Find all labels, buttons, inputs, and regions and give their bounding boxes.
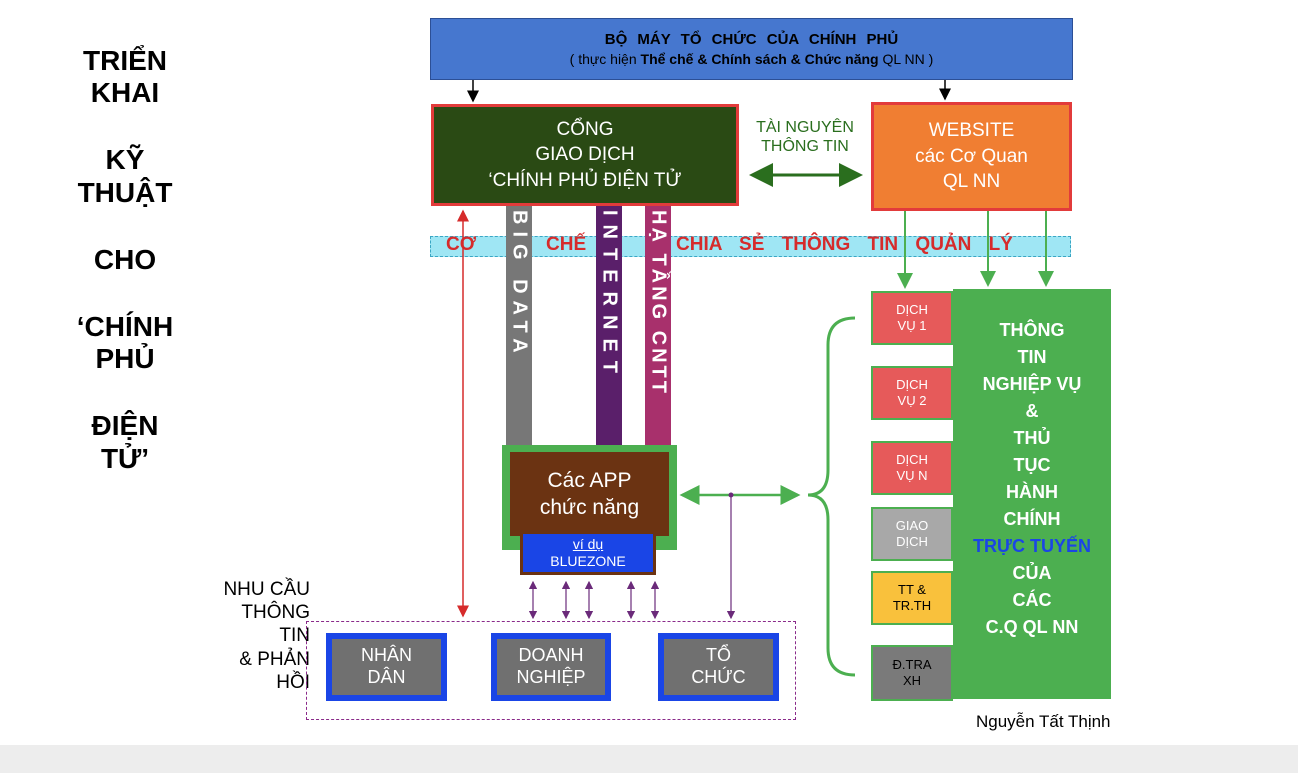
transaction-box: GIAO DỊCH [871, 507, 953, 561]
left-title-line: PHỦ [95, 343, 155, 375]
panel-line: NGHIỆP VỤ [982, 374, 1082, 394]
big-data-strip: BIG DATA [506, 206, 532, 449]
subtitle-bold: Thể chế & Chính sách & Chức năng [640, 51, 879, 67]
left-title-line: CHO [93, 243, 157, 275]
needs-line: NHU CẦU [223, 579, 310, 600]
enterprises-line: DOANH [518, 645, 584, 666]
author-name: Nguyễn Tất Thịnh [976, 712, 1111, 731]
needs-line: THÔNG [241, 602, 310, 624]
panel-line: HÀNH [1006, 482, 1058, 502]
service-n-line: VỤ N [896, 468, 928, 483]
infrastructure-strip: HẠ TẦNG CNTT [645, 206, 671, 449]
organizations-line: CHỨC [691, 667, 746, 687]
left-title-line: ‘CHÍNH [76, 310, 174, 342]
panel-line: THÔNG [999, 320, 1065, 340]
stakeholders-container [306, 621, 796, 720]
panel-line: CÁC [1012, 590, 1052, 610]
e-government-portal-box: CỔNG GIAO DỊCH ‘CHÍNH PHỦ ĐIỆN TỬ [431, 104, 739, 206]
service-2-line: VỤ 2 [897, 393, 927, 408]
social-survey-line: Đ.TRA [892, 656, 932, 672]
panel-line: THỦ [1013, 428, 1051, 448]
needs-line: HỒI [276, 671, 310, 693]
needs-line: TIN [279, 625, 310, 647]
bluezone-example-label: ví dụ [572, 535, 604, 552]
service-1-box: DỊCH VỤ 1 [871, 291, 953, 345]
website-line: QL NN [942, 171, 1001, 193]
enterprises-box: DOANH NGHIỆP [491, 633, 611, 701]
service-2-box: DỊCH VỤ 2 [871, 366, 953, 420]
social-survey-line: XH [902, 673, 922, 688]
left-title-line: KỸ [105, 144, 145, 176]
left-title: TRIỂN KHAI KỸ THUẬT CHO ‘CHÍNH PHỦ ĐIỆN … [30, 45, 220, 475]
apps-line: chức năng [539, 496, 640, 519]
citizens-box: NHÂN DÂN [326, 633, 447, 701]
resource-line: THÔNG TIN [761, 138, 849, 155]
subtitle-pre: ( thực hiện [569, 51, 641, 67]
service-1-line: VỤ 1 [897, 318, 927, 333]
information-sharing-band [430, 236, 1071, 257]
subtitle-post: QL NN ) [878, 51, 934, 67]
left-title-line: ĐIỆN [91, 410, 159, 442]
panel-line: TIN [1017, 347, 1047, 367]
website-line: các Cơ Quan [915, 145, 1028, 167]
panel-line-highlight: TRỰC TUYẾN [973, 536, 1091, 556]
citizens-line: NHÂN [360, 645, 412, 666]
panel-line: CHÍNH [1003, 509, 1061, 529]
agency-website-box: WEBSITE các Cơ Quan QL NN [871, 102, 1072, 211]
panel-line: & [1025, 401, 1039, 421]
left-title-line: TRIỂN [83, 45, 167, 76]
social-survey-box: Đ.TRA XH [871, 645, 953, 701]
website-line: WEBSITE [928, 120, 1015, 142]
left-title-line: KHAI [90, 77, 160, 109]
band-word-che: CHẾ [546, 234, 587, 255]
bluezone-name: BLUEZONE [550, 553, 626, 569]
transaction-line: GIAO [895, 517, 929, 533]
info-communication-box: TT & TR.TH [871, 571, 953, 625]
bluezone-example-box: ví dụ BLUEZONE [520, 531, 656, 575]
organizations-line: TỔ [706, 645, 731, 666]
service-2-line: DỊCH [896, 376, 928, 392]
portal-line: GIAO DỊCH [535, 144, 635, 166]
enterprises-line: NGHIỆP [516, 667, 586, 687]
government-apparatus-title: BỘ MÁY TỔ CHỨC CỦA CHÍNH PHỦ [604, 31, 899, 48]
panel-line: TỤC [1013, 455, 1051, 475]
service-1-line: DỊCH [896, 301, 928, 317]
government-apparatus-subtitle: ( thực hiện Thể chế & Chính sách & Chức … [570, 51, 934, 67]
transaction-line: DỊCH [896, 534, 928, 549]
online-services-panel: THÔNG TIN NGHIỆP VỤ & THỦ TỤC HÀNH CHÍNH… [953, 289, 1111, 699]
internet-strip: INTERNET [596, 206, 622, 449]
band-word-rest: CHIA SẺ THÔNG TIN QUẢN LÝ [676, 234, 1013, 255]
resource-line: TÀI NGUYÊN [756, 118, 854, 136]
apps-box: Các APP chức năng [510, 452, 669, 536]
panel-line: CỦA [1012, 563, 1052, 583]
panel-line: C.Q QL NN [985, 617, 1079, 637]
needs-label: NHU CẦU THÔNG TIN & PHẢN HỒI [160, 578, 310, 694]
service-n-line: DỊCH [896, 451, 928, 467]
left-title-line: TỬ’ [100, 442, 150, 474]
info-communication-line: TT & [898, 581, 926, 597]
government-apparatus-box: BỘ MÁY TỔ CHỨC CỦA CHÍNH PHỦ ( thực hiện… [430, 18, 1073, 80]
left-title-line: THUẬT [77, 176, 173, 208]
branch-dot [728, 492, 734, 498]
footer-strip [0, 745, 1298, 773]
citizens-line: DÂN [367, 667, 406, 687]
portal-line: CỔNG [556, 118, 614, 140]
band-word-co: CƠ [446, 234, 476, 255]
portal-line: ‘CHÍNH PHỦ ĐIỆN TỬ [488, 169, 682, 191]
apps-line: Các APP [547, 468, 632, 492]
services-brace [807, 316, 856, 677]
information-resource-label: TÀI NGUYÊN THÔNG TIN [746, 114, 864, 160]
service-n-box: DỊCH VỤ N [871, 441, 953, 495]
organizations-box: TỔ CHỨC [658, 633, 779, 701]
needs-line: & PHẢN [239, 648, 310, 670]
info-communication-line: TR.TH [892, 598, 932, 613]
